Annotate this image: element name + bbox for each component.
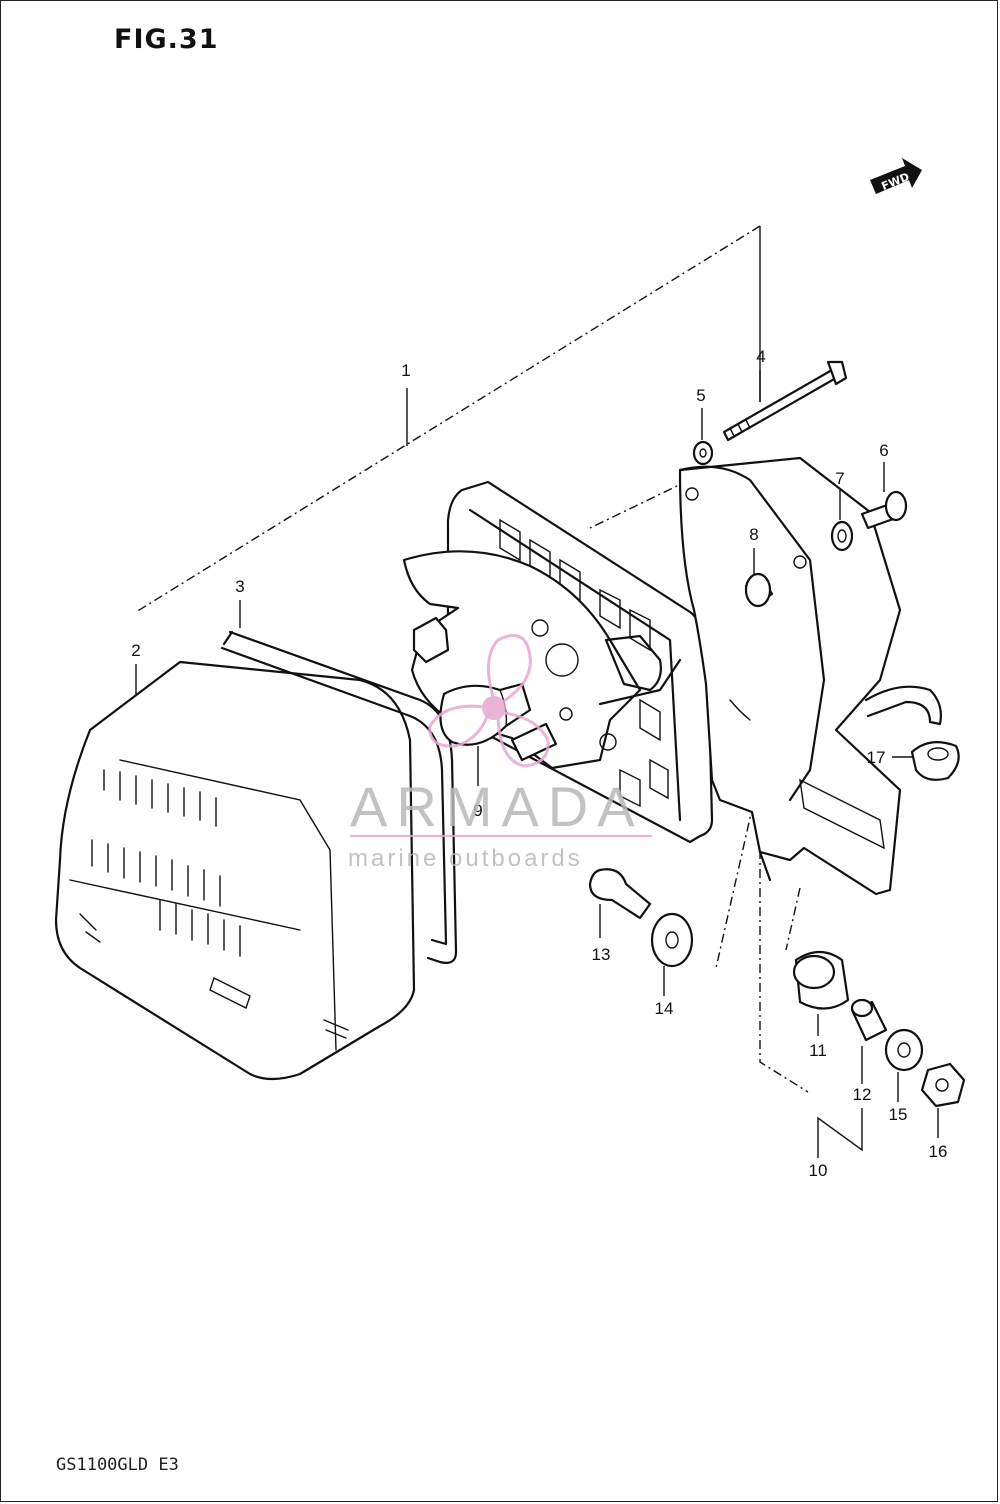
model-code: GS1100GLD E3 xyxy=(56,1455,179,1475)
callout-numbers: 1 2 3 4 5 6 7 8 9 10 11 12 13 14 15 16 1… xyxy=(131,347,947,1180)
washer-15 xyxy=(884,1028,924,1072)
propeller-hub xyxy=(482,696,506,720)
propeller-logo-icon xyxy=(428,634,550,768)
fwd-label: FWD xyxy=(880,170,912,193)
callout-17: 17 xyxy=(867,748,886,767)
lamp-mounting-bracket xyxy=(678,456,942,896)
washer-7 xyxy=(830,520,854,552)
washer-5 xyxy=(692,440,714,466)
callout-3: 3 xyxy=(235,577,244,596)
callout-12: 12 xyxy=(853,1085,872,1104)
callout-14: 14 xyxy=(655,999,674,1018)
watermark-brand: ARMADA xyxy=(350,775,644,838)
callout-4: 4 xyxy=(756,347,765,366)
callout-16: 16 xyxy=(929,1142,948,1161)
callout-9: 9 xyxy=(473,801,482,820)
figure-title: FIG.31 xyxy=(114,24,219,55)
grommet-11 xyxy=(792,950,850,1010)
callout-13: 13 xyxy=(592,945,611,964)
lens-gasket xyxy=(220,630,458,964)
propeller-blade-right xyxy=(496,710,550,768)
propeller-blade-left xyxy=(428,704,492,748)
long-bolt xyxy=(722,360,848,442)
callout-2: 2 xyxy=(131,641,140,660)
callout-5: 5 xyxy=(696,386,705,405)
grommet-17 xyxy=(910,741,960,781)
tail-lamp-lens xyxy=(54,660,416,1081)
callout-10: 10 xyxy=(809,1161,828,1180)
nut-16 xyxy=(920,1062,966,1108)
collar-12 xyxy=(850,998,888,1042)
watermark-tagline: marine outboards xyxy=(348,845,583,872)
bolt-13 xyxy=(588,868,652,920)
callout-8: 8 xyxy=(749,525,758,544)
callout-6: 6 xyxy=(879,441,888,460)
callout-1: 1 xyxy=(401,361,410,380)
callout-15: 15 xyxy=(889,1105,908,1124)
watermark: ARMADA marine outboards xyxy=(348,634,652,872)
callout-leaders xyxy=(135,370,939,1158)
spacer-8 xyxy=(744,572,774,608)
callout-11: 11 xyxy=(809,1041,827,1060)
propeller-blade-top xyxy=(486,634,532,709)
callout-7: 7 xyxy=(835,469,844,488)
washer-14 xyxy=(650,912,694,968)
screw-6 xyxy=(860,490,908,530)
fwd-arrow-icon: FWD xyxy=(870,158,922,194)
